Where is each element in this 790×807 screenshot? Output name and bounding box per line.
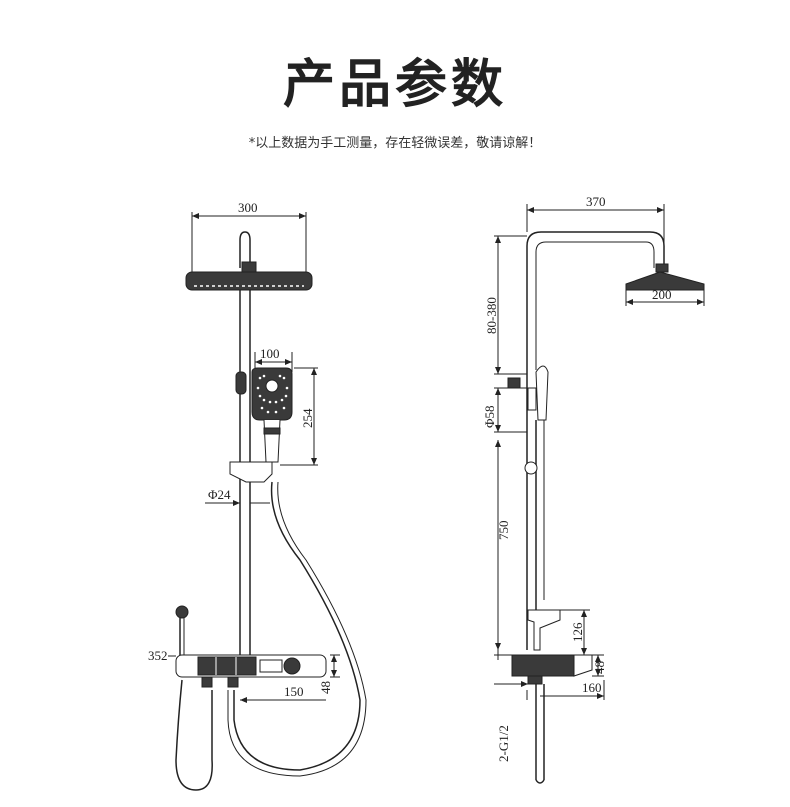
- slider-body: [527, 387, 537, 411]
- valve-inlet-side: [527, 675, 543, 685]
- side-sprayer-head: [175, 605, 189, 619]
- head-connector: [241, 261, 257, 273]
- handshower-side: [535, 365, 549, 421]
- top-riser-pipe: [239, 231, 251, 268]
- slider-mount: [507, 377, 521, 389]
- rain-shower-head: [185, 271, 313, 291]
- hose-inner: [227, 481, 367, 777]
- handshower-holder: [229, 461, 273, 483]
- dim-label-adjust-range: 80-380: [484, 297, 499, 334]
- dim-label-depth: 160: [582, 680, 602, 695]
- dim-label-handshower-width: 100: [260, 346, 280, 361]
- dim-label-slider-diameter: Φ58: [482, 405, 497, 428]
- page-title: 产品参数: [282, 55, 507, 115]
- temperature-knob: [283, 657, 301, 675]
- dim-label-valve-height-side: 48: [592, 661, 607, 674]
- dim-label-head-diameter: 200: [652, 287, 672, 302]
- dim-label-valve-height: 48: [318, 681, 333, 694]
- display-screen: [259, 659, 283, 673]
- side-sprayer-hose: [175, 679, 213, 791]
- dim-label-handshower-length: 254: [300, 408, 315, 428]
- rail-knob: [524, 461, 538, 475]
- measurement-note: *以上数据为手工测量，存在轻微误差，敬请谅解！: [248, 136, 542, 151]
- handshower-nozzles: [256, 374, 289, 414]
- hose-loop: [535, 779, 545, 784]
- panel-front-cap: [573, 654, 593, 677]
- side-view: 370 200 80-380 Φ58 750: [482, 194, 705, 784]
- dim-label-thread: 2-G1/2: [496, 725, 511, 762]
- handshower-handle: [263, 419, 281, 463]
- dim-label-holder-height: 126: [570, 622, 585, 642]
- control-panel-side: [511, 654, 579, 677]
- arm-connector: [655, 263, 669, 273]
- slider-knob: [235, 371, 247, 395]
- shower-arm-inner: [535, 241, 655, 370]
- handle-band: [263, 427, 281, 435]
- valve-inlet-left: [201, 676, 213, 688]
- front-view: 300 100 254: [148, 200, 367, 791]
- sprayer-holder: [527, 609, 561, 651]
- dim-label-pipe-diameter: Φ24: [208, 487, 231, 502]
- hose-outer: [233, 481, 361, 771]
- dim-label-rail-length: 750: [496, 521, 511, 541]
- dim-label-reach: 370: [586, 194, 606, 209]
- shower-head-side: [625, 271, 705, 291]
- handshower-center-nozzle: [265, 379, 279, 393]
- dim-label-valve-spacing: 150: [284, 684, 304, 699]
- dim-label-shelf-width: 352: [148, 648, 168, 663]
- dim-label-head-width: 300: [238, 200, 258, 215]
- valve-inlet-right: [227, 676, 239, 688]
- handshower-head: [251, 367, 293, 421]
- control-buttons: [197, 656, 257, 676]
- shower-arm-outer: [526, 231, 665, 650]
